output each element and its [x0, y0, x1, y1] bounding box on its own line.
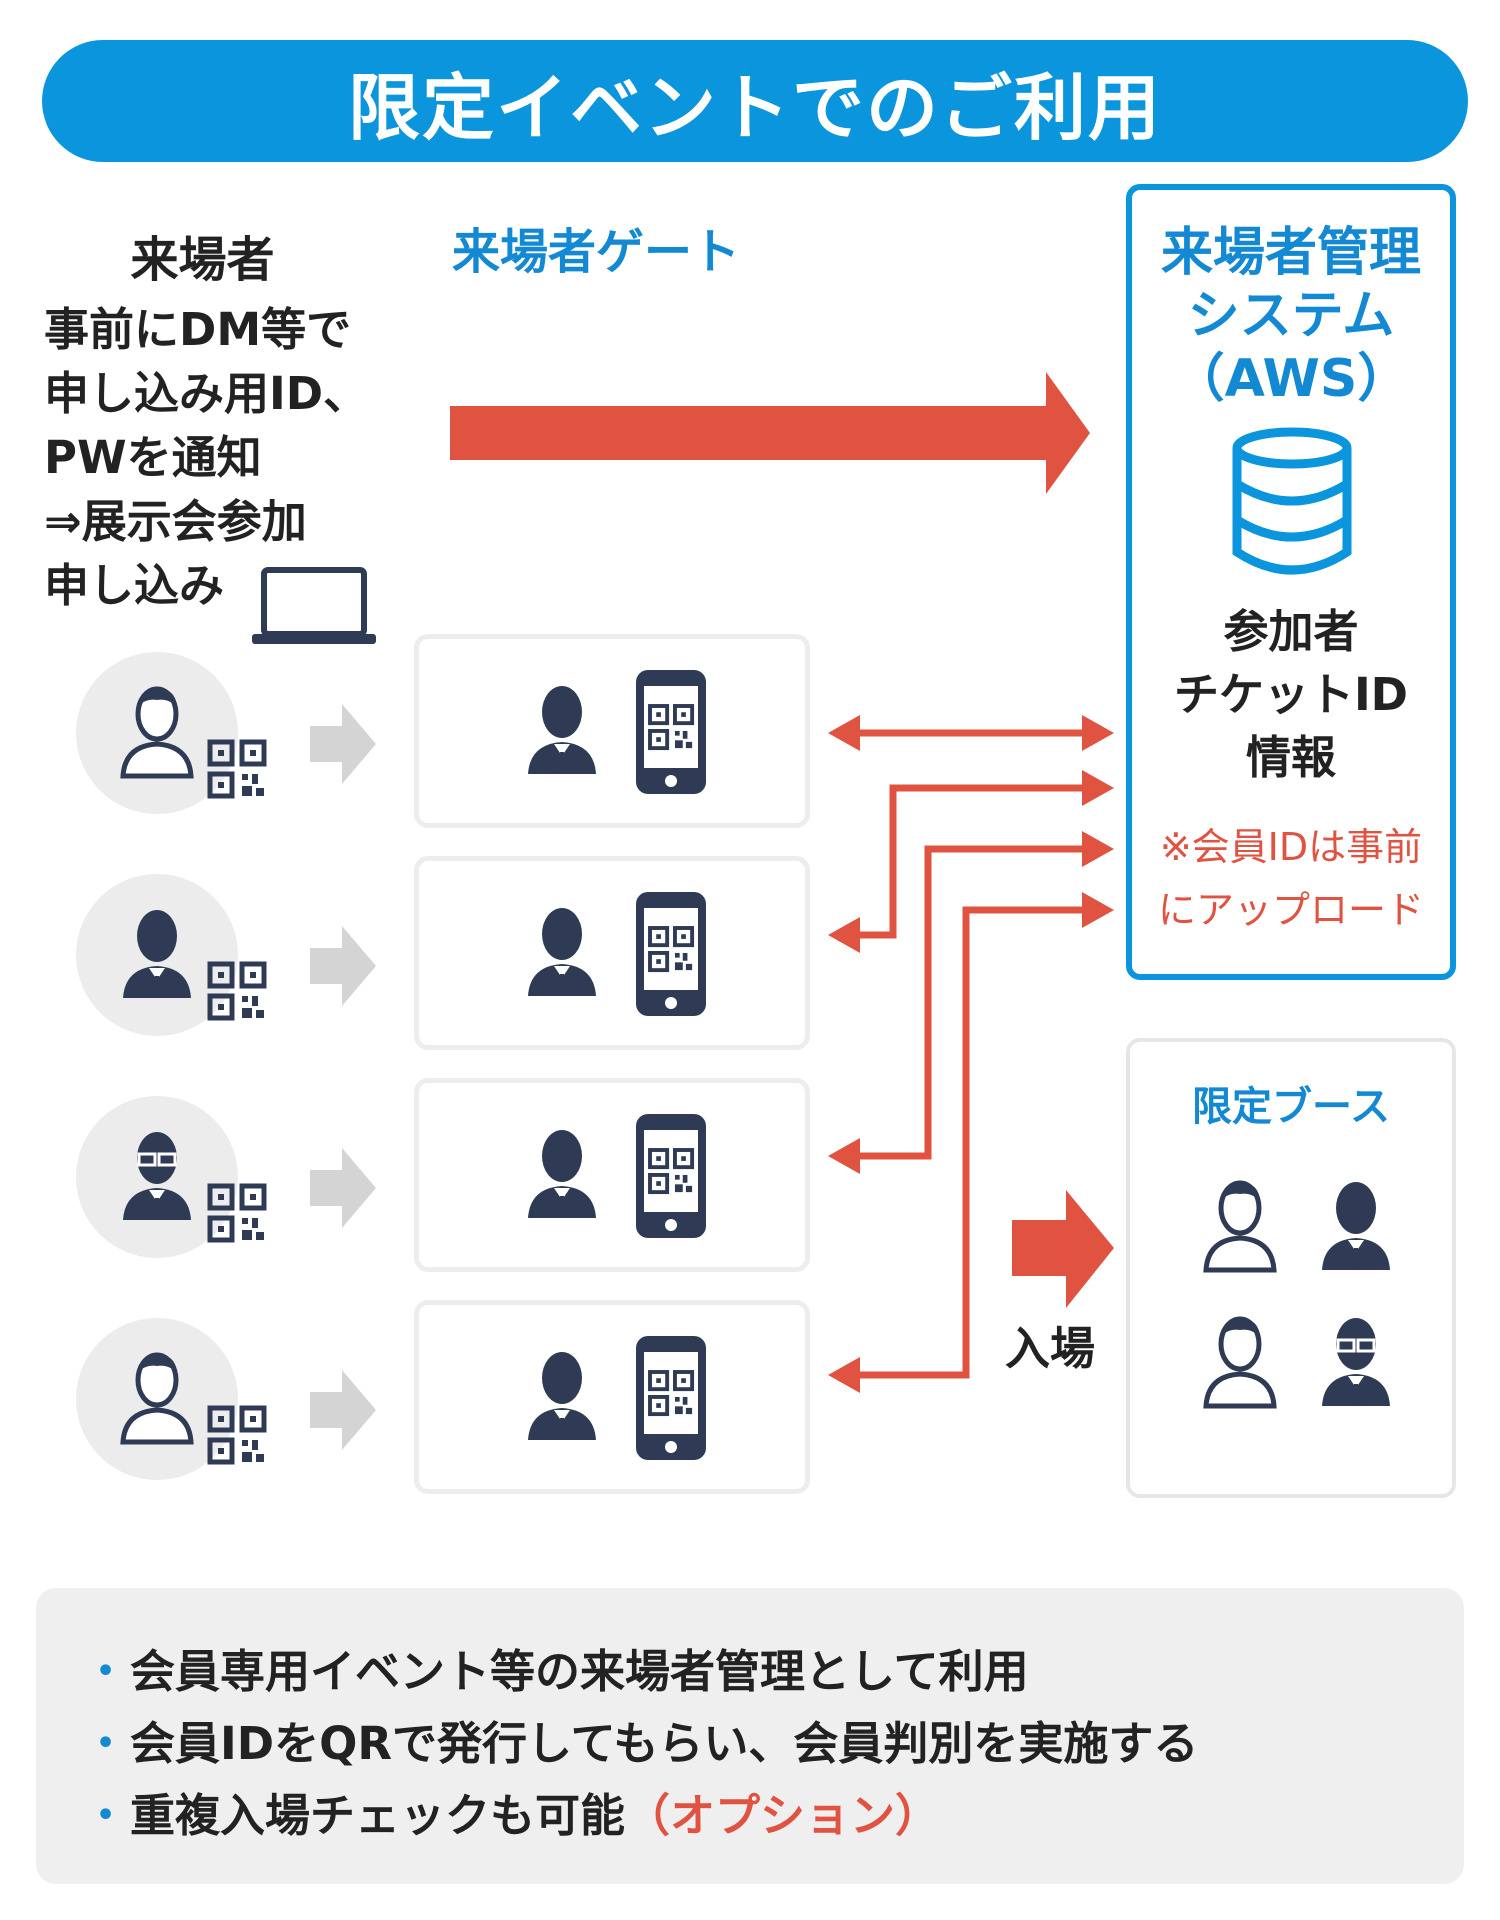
gate-card: [414, 1300, 810, 1494]
note-text: 会員専用イベント等の来場者管理として利用: [130, 1645, 1029, 1698]
aws-title-line: （AWS）: [1172, 349, 1410, 409]
person-icon: [1200, 1178, 1280, 1274]
gray-arrow-icon: [310, 704, 376, 784]
person-icon: [1200, 1314, 1280, 1410]
database-icon: [1232, 427, 1352, 575]
visitor-heading: 来場者: [130, 232, 275, 288]
visitor-description-line: PWを通知: [44, 431, 262, 484]
title-banner: 限定イベントでのご利用: [42, 40, 1468, 162]
entry-label: 入場: [1005, 1322, 1096, 1375]
person-icon: [1322, 1318, 1390, 1406]
note-item: • 重複入場チェックも可能（オプション）: [96, 1780, 1198, 1852]
visitor-description-line: 事前にDM等で: [44, 303, 352, 356]
registration-arrow: [450, 372, 1090, 494]
person-icon: [1322, 1182, 1390, 1270]
visitor-description-line: 申し込み用ID、: [44, 367, 369, 420]
laptop-icon: [252, 567, 376, 644]
visitor-description-line: 申し込み: [44, 559, 225, 612]
aws-system-title: 来場者管理 システム （AWS）: [1126, 222, 1456, 411]
participant-ticket-info: 参加者 チケットID 情報: [1126, 600, 1456, 789]
gate-card: [414, 634, 810, 828]
bullet-icon: •: [96, 1654, 116, 1689]
gray-arrow-icon: [310, 1148, 376, 1228]
info-line: 参加者: [1223, 605, 1359, 658]
info-line: 情報: [1245, 731, 1336, 784]
bullet-icon: •: [96, 1726, 116, 1761]
gate-card: [414, 1078, 810, 1272]
bullet-icon: •: [96, 1798, 116, 1833]
limited-booth-title: 限定ブース: [1192, 1084, 1390, 1130]
limited-booth-box: [1126, 1038, 1456, 1498]
note-line: ※会員IDは事前: [1159, 825, 1423, 869]
aws-system-box: [1126, 184, 1456, 980]
visitor-description: 事前にDM等で 申し込み用ID、 PWを通知 ⇒展示会参加 申し込み: [44, 298, 404, 618]
person-icon: [123, 1132, 191, 1220]
visitor-description-line: ⇒展示会参加: [44, 495, 307, 548]
page-title: 限定イベントでのご利用: [347, 65, 1162, 150]
aws-title-line: 来場者管理: [1160, 223, 1421, 283]
note-item: • 会員IDをQRで発行してもらい、会員判別を実施する: [96, 1708, 1198, 1780]
option-highlight: （オプション）: [625, 1789, 941, 1842]
info-line: チケットID: [1173, 668, 1409, 721]
gate-card: [414, 856, 810, 1050]
entry-arrow: [1012, 1190, 1114, 1308]
notes-list: • 会員専用イベント等の来場者管理として利用 • 会員IDをQRで発行してもらい…: [96, 1636, 1198, 1852]
aws-title-line: システム: [1187, 286, 1395, 346]
note-item: • 会員専用イベント等の来場者管理として利用: [96, 1636, 1198, 1708]
note-line: にアップロード: [1157, 888, 1424, 932]
note-text: 重複入場チェックも可能: [130, 1789, 626, 1842]
gray-arrow-icon: [310, 1370, 376, 1450]
notes-panel: [36, 1588, 1464, 1884]
upload-note: ※会員IDは事前 にアップロード: [1126, 816, 1456, 942]
note-text: 会員IDをQRで発行してもらい、会員判別を実施する: [130, 1717, 1199, 1770]
gray-arrow-icon: [310, 926, 376, 1006]
gate-heading: 来場者ゲート: [452, 224, 741, 280]
